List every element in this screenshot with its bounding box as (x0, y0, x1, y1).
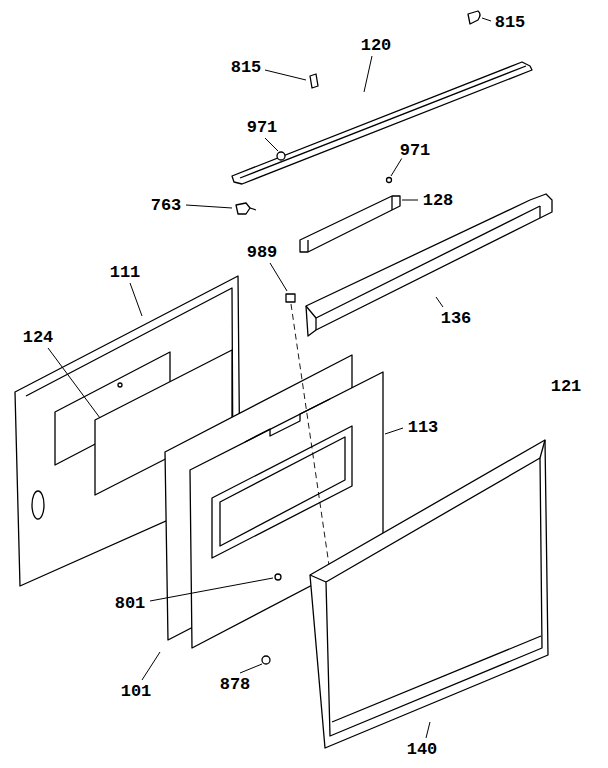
channel-part (316, 206, 540, 318)
leader-line (265, 138, 278, 151)
leader-line (142, 652, 160, 680)
leader-line (240, 664, 262, 673)
leader-lines (48, 18, 491, 738)
callout-number: 101 (120, 683, 153, 700)
callout-number: 815 (230, 59, 263, 76)
bracket-part (300, 196, 400, 252)
inner-panel-window (220, 437, 345, 546)
screw-part (250, 208, 256, 210)
glass-panel-inner (326, 458, 542, 736)
glass-frame (332, 636, 541, 722)
assembly-line (291, 304, 330, 572)
leader-line (150, 578, 273, 601)
callout-number: 128 (422, 192, 455, 209)
block-part (286, 294, 295, 302)
leader-line (130, 283, 142, 316)
top-strip (240, 66, 526, 178)
leader-line (482, 18, 491, 21)
glass-frame (310, 575, 326, 582)
handle-mount (32, 491, 44, 519)
callout-number: 111 (109, 264, 142, 281)
screw-part (236, 203, 250, 214)
channel-part (306, 306, 316, 318)
leader-line (270, 263, 287, 291)
leader-line (364, 56, 372, 92)
screw-part (275, 574, 281, 580)
callout-number: 989 (246, 244, 279, 261)
bracket-part (391, 196, 392, 210)
inner-panel (245, 399, 330, 442)
channel-part (306, 194, 552, 336)
leader-line (48, 348, 100, 418)
callout-number: 971 (246, 119, 279, 136)
callout-number: 140 (406, 741, 439, 758)
leader-line (426, 722, 430, 738)
callout-number: 801 (114, 595, 147, 612)
clip-part (310, 74, 318, 88)
leader-line (186, 205, 232, 208)
washer-part (277, 152, 285, 160)
callout-number: 878 (219, 676, 252, 693)
leader-line (265, 70, 306, 80)
clip-part (468, 11, 480, 24)
top-strip (232, 62, 532, 184)
leader-line (385, 428, 403, 434)
leader-line (391, 158, 402, 176)
washer-part (387, 178, 392, 183)
glass-panel (310, 440, 548, 748)
callout-number: 120 (360, 37, 393, 54)
glass-frame (540, 440, 545, 458)
callout-number: 971 (399, 142, 432, 159)
callout-number: 815 (494, 14, 527, 31)
stud-part (262, 656, 270, 664)
inner-panel-frame (212, 426, 352, 558)
bracket-part (307, 240, 308, 252)
callout-number: 136 (440, 310, 473, 327)
callout-number: 121 (550, 378, 583, 395)
leader-line (402, 200, 418, 201)
leader-line (436, 297, 443, 307)
channel-part (315, 318, 316, 330)
panel-hole (118, 383, 122, 387)
callout-number: 763 (150, 197, 183, 214)
callout-number: 113 (407, 419, 440, 436)
channel-part (539, 206, 540, 218)
callout-number: 124 (22, 329, 55, 346)
